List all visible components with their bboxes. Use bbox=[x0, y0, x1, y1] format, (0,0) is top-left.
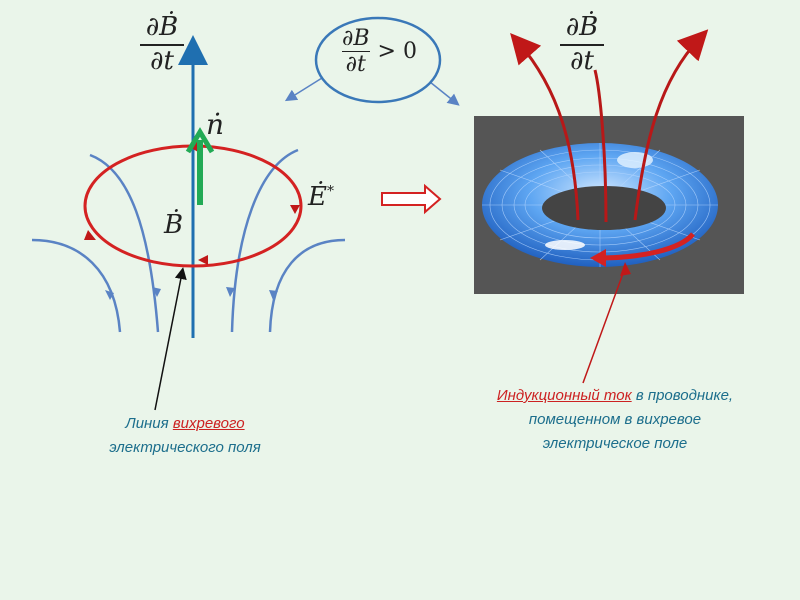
pointer-line-left bbox=[154, 267, 187, 411]
center-formula-numerator: ∂B bbox=[342, 26, 370, 52]
left-caption-prefix: Линия bbox=[125, 415, 173, 432]
left-formula-numerator: ∂Ḃ bbox=[140, 12, 184, 46]
left-caption: Линия вихревого электрического поля bbox=[70, 412, 300, 460]
symbol-n: ṅ bbox=[206, 108, 225, 141]
field-line bbox=[89, 153, 160, 333]
field-lines bbox=[31, 148, 346, 333]
torus-image bbox=[482, 143, 718, 267]
symbol-e-base: Ė bbox=[308, 182, 327, 212]
left-formula-denominator: ∂t bbox=[150, 46, 174, 76]
right-caption-line2: помещенном в вихревое bbox=[528, 411, 702, 428]
pointer-line-right bbox=[582, 267, 626, 384]
right-caption-line1: Индукционный ток в проводнике, bbox=[460, 384, 770, 408]
right-formula: ∂Ḃ ∂t bbox=[560, 12, 604, 76]
left-caption-line2: электрического поля bbox=[109, 439, 261, 456]
right-formula-denominator: ∂t bbox=[570, 46, 594, 76]
right-formula-numerator: ∂Ḃ bbox=[560, 12, 604, 46]
field-line bbox=[31, 238, 122, 333]
symbol-b: Ḃ bbox=[164, 210, 184, 240]
bubble-pointer-left bbox=[284, 77, 323, 102]
right-caption-line3: электрическое поле bbox=[542, 435, 688, 452]
right-caption-suffix: в проводнике, bbox=[631, 387, 734, 404]
field-line bbox=[268, 238, 346, 333]
left-caption-line1: Линия вихревого bbox=[70, 412, 300, 436]
induced-current-arrow bbox=[597, 232, 695, 261]
center-formula-denominator: ∂t bbox=[345, 52, 366, 77]
normal-arrowhead bbox=[185, 127, 215, 154]
formula-bubble bbox=[314, 16, 442, 104]
right-caption: Индукционный ток в проводнике, помещенно… bbox=[460, 384, 770, 456]
torus-hole bbox=[542, 186, 666, 230]
torus-field-lines bbox=[510, 29, 709, 223]
left-caption-highlight: вихревого bbox=[172, 415, 245, 432]
right-caption-highlight: Индукционный ток bbox=[496, 387, 632, 404]
bubble-pointer-right bbox=[429, 81, 460, 106]
field-line bbox=[230, 148, 299, 333]
center-formula-relation: > 0 bbox=[377, 39, 417, 64]
implication-arrow bbox=[381, 183, 442, 215]
symbol-e-sup: * bbox=[326, 183, 334, 200]
symbol-e: Ė* bbox=[308, 182, 334, 212]
left-formula: ∂Ḃ ∂t bbox=[140, 12, 184, 76]
field-arrows bbox=[105, 287, 278, 300]
center-formula: ∂B ∂t > 0 bbox=[342, 26, 417, 77]
